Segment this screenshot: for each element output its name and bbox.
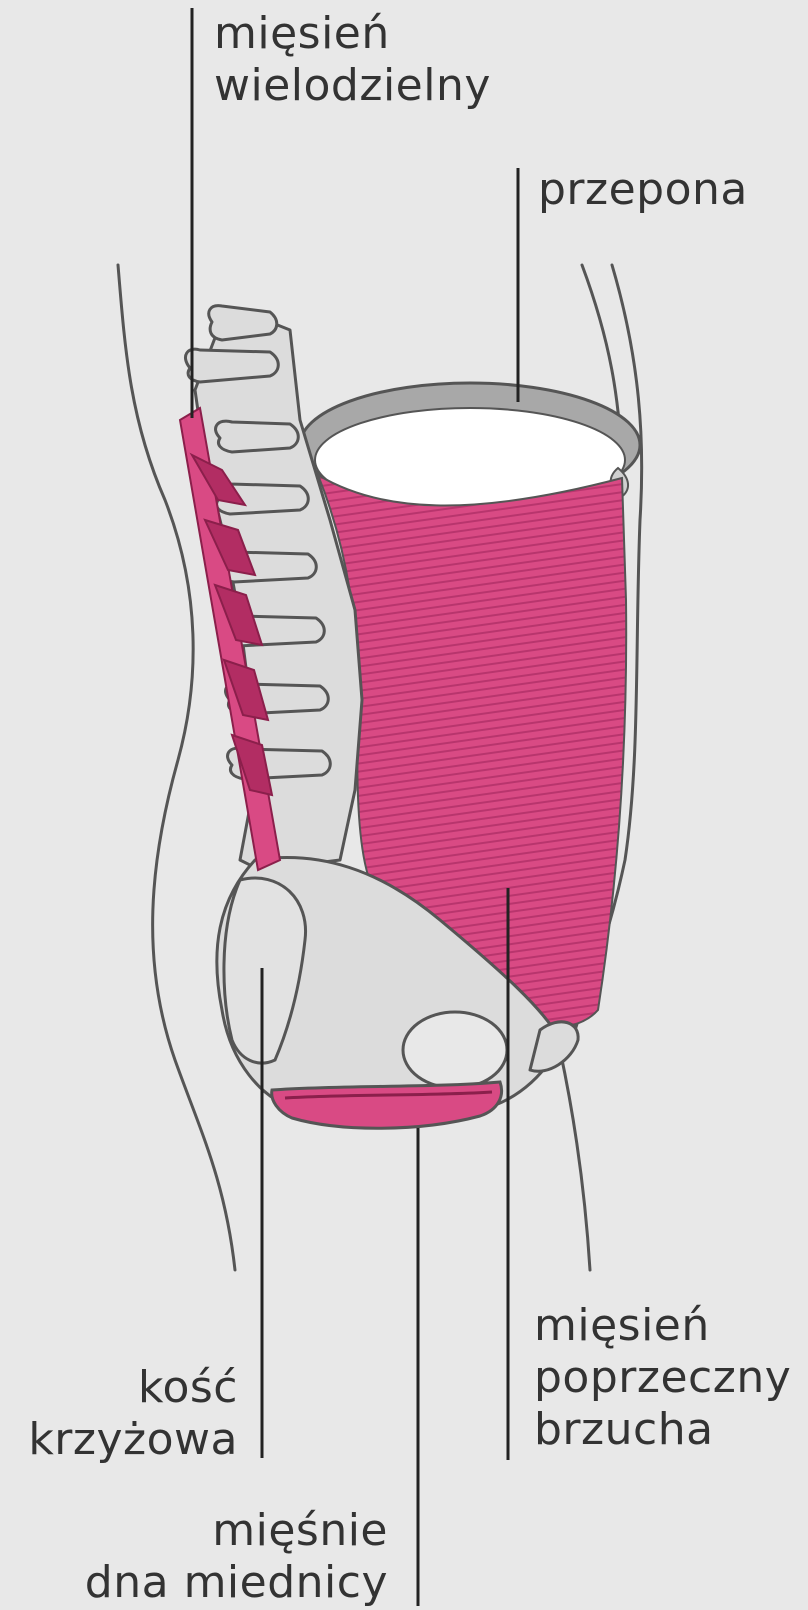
label-transversus-line2: poprzeczny [534,1352,791,1404]
label-pelvic-floor: mięśnie dna miednicy [85,1505,388,1609]
label-pelvic-floor-line2: dna miednicy [85,1557,388,1609]
label-sacrum: kość krzyżowa [28,1362,238,1466]
label-multifidus-line2: wielodzielny [214,60,491,112]
label-diaphragm-line1: przepona [538,164,748,216]
pelvic-floor-muscles [272,1082,502,1128]
label-transversus-line1: mięsień [534,1300,791,1352]
label-multifidus: mięsień wielodzielny [214,8,491,112]
label-sacrum-line1: kość [28,1362,238,1414]
label-diaphragm: przepona [538,164,748,216]
label-pelvic-floor-line1: mięśnie [85,1505,388,1557]
label-multifidus-line1: mięsień [214,8,491,60]
label-transversus: mięsień poprzeczny brzucha [534,1300,791,1456]
label-sacrum-line2: krzyżowa [28,1414,238,1466]
label-transversus-line3: brzucha [534,1404,791,1456]
